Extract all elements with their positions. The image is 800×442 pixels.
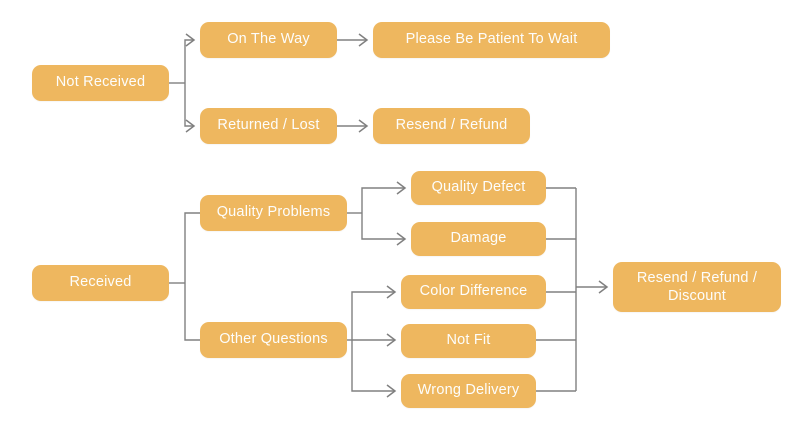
edge-not-received-to-returned-lost	[184, 83, 193, 127]
arrowhead-not-fit	[386, 333, 397, 347]
arrowhead-quality-defect	[396, 181, 407, 195]
edge-other-questions-to-color-difference	[351, 291, 394, 340]
edge-received-to-quality-problems	[184, 212, 200, 283]
node-damage[interactable]: Damage	[411, 222, 546, 256]
edge-other-questions-to-wrong-delivery	[351, 340, 394, 392]
arrowhead-on-the-way	[185, 33, 196, 47]
arrowhead-please-wait	[358, 33, 369, 47]
edge-quality-problems-to-damage	[361, 213, 404, 240]
node-quality-defect[interactable]: Quality Defect	[411, 171, 546, 205]
node-wrong-delivery[interactable]: Wrong Delivery	[401, 374, 536, 408]
arrowhead-damage	[396, 232, 407, 246]
edge-not-received-to-on-the-way	[184, 39, 193, 83]
node-quality-problems[interactable]: Quality Problems	[200, 195, 347, 231]
arrowhead-wrong-delivery	[386, 384, 397, 398]
edge-received-to-other-questions	[184, 283, 200, 341]
node-please-be-patient-to-wait[interactable]: Please Be Patient To Wait	[373, 22, 610, 58]
node-received[interactable]: Received	[32, 265, 169, 301]
node-not-fit[interactable]: Not Fit	[401, 324, 536, 358]
node-other-questions[interactable]: Other Questions	[200, 322, 347, 358]
arrowhead-resend-refund	[358, 119, 369, 133]
node-not-received[interactable]: Not Received	[32, 65, 169, 101]
node-color-difference[interactable]: Color Difference	[401, 275, 546, 309]
arrowhead-returned-lost	[185, 119, 196, 133]
arrowhead-resend-refund-discount	[598, 280, 609, 294]
node-resend-refund-discount[interactable]: Resend / Refund / Discount	[613, 262, 781, 312]
edge-quality-problems-to-quality-defect	[361, 187, 404, 213]
node-resend-refund[interactable]: Resend / Refund	[373, 108, 530, 144]
node-returned-lost[interactable]: Returned / Lost	[200, 108, 337, 144]
node-on-the-way[interactable]: On The Way	[200, 22, 337, 58]
arrowhead-color-difference	[386, 285, 397, 299]
